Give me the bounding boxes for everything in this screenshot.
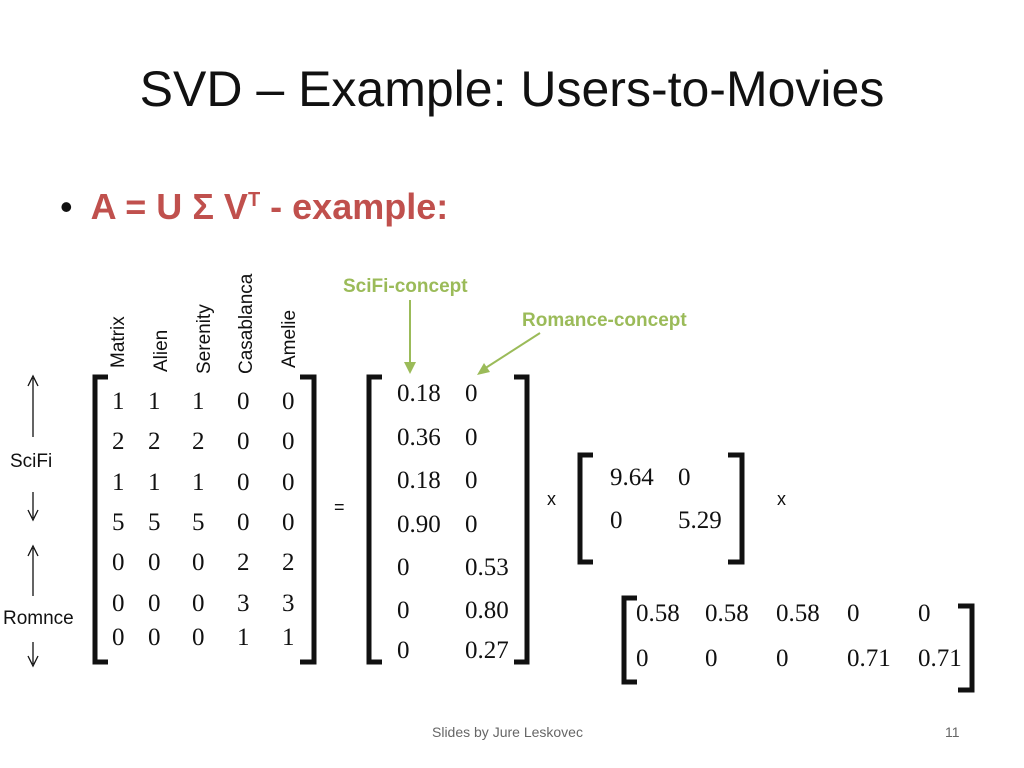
matrix-a-cell: 0 — [192, 590, 205, 617]
matrix-sigma-cell: 0 — [610, 507, 623, 534]
matrix-u-cell: 0.80 — [465, 597, 509, 624]
matrix-u-left-bracket — [366, 374, 382, 665]
matrix-a-cell: 2 — [237, 549, 250, 576]
matrix-u-cell: 0.53 — [465, 554, 509, 581]
matrix-a-cell: 5 — [112, 509, 125, 536]
matrix-sigma-right-bracket — [728, 452, 745, 565]
matrix-vt-right-bracket — [958, 603, 975, 693]
matrix-a-cell: 5 — [192, 509, 205, 536]
matrix-vt-cell: 0 — [776, 645, 789, 672]
matrix-sigma-cell: 9.64 — [610, 464, 654, 491]
matrix-a-right-bracket — [300, 374, 317, 665]
matrix-a-cell: 0 — [282, 509, 295, 536]
matrix-a-cell: 0 — [237, 388, 250, 415]
matrix-u-cell: 0 — [465, 424, 478, 451]
matrix-u-right-bracket — [514, 374, 530, 665]
matrix-u-cell: 0.18 — [397, 467, 441, 494]
row-group-romance: Romnce — [3, 608, 74, 629]
matrix-a-cell: 3 — [237, 590, 250, 617]
matrix-a-cell: 0 — [148, 624, 161, 651]
equals-sign: = — [334, 497, 345, 517]
matrix-a-cell: 1 — [282, 624, 295, 651]
slide-title: SVD – Example: Users-to-Movies — [139, 61, 885, 117]
matrix-u-cell: 0 — [465, 380, 478, 407]
matrix-u-cell: 0.27 — [465, 637, 509, 664]
page-number: 11 — [945, 724, 960, 740]
sigma-symbol: Σ — [192, 186, 214, 227]
matrix-a-cell: 1 — [148, 469, 161, 496]
matrix-a-cell: 0 — [282, 469, 295, 496]
matrix-a-cell: 0 — [112, 549, 125, 576]
matrix-vt-cell: 0 — [847, 600, 860, 627]
transpose-superscript: T — [247, 189, 261, 211]
matrix-a-cell: 0 — [237, 469, 250, 496]
matrix-sigma-left-bracket — [577, 452, 593, 565]
matrix-a-cell: 0 — [148, 590, 161, 617]
matrix-a-cell: 2 — [148, 428, 161, 455]
scifi-concept-label: SciFi-concept — [343, 276, 468, 297]
matrix-a-cell: 1 — [237, 624, 250, 651]
row-group-scifi: SciFi — [10, 451, 53, 472]
matrix-vt-cell: 0.71 — [918, 645, 962, 672]
matrix-a-cell: 1 — [112, 388, 125, 415]
matrix-u-cell: 0 — [397, 554, 410, 581]
matrix-a-cell: 0 — [148, 549, 161, 576]
bullet-dot: • — [60, 186, 73, 227]
matrix-vt-cell: 0 — [636, 645, 649, 672]
multiply-sign-1: x — [547, 489, 556, 509]
romance-concept-label: Romance-concept — [522, 310, 687, 331]
matrix-a-cell: 2 — [282, 549, 295, 576]
matrix-vt-left-bracket — [621, 595, 637, 685]
matrix-a-cell: 5 — [148, 509, 161, 536]
matrix-a-cell: 0 — [282, 428, 295, 455]
matrix-a-left-bracket — [92, 374, 108, 665]
romance-concept-arrow — [483, 332, 541, 370]
matrix-a-cell: 0 — [282, 388, 295, 415]
matrix-u-cell: 0 — [397, 637, 410, 664]
matrix-u-cell: 0 — [397, 597, 410, 624]
matrix-sigma-cell: 5.29 — [678, 507, 722, 534]
formula-prefix: A = U — [90, 186, 193, 227]
matrix-vt-cell: 0 — [705, 645, 718, 672]
formula-suffix: - example: — [260, 186, 449, 227]
matrix-a-cell: 0 — [112, 624, 125, 651]
footer-credit: Slides by Jure Leskovec — [432, 724, 583, 740]
matrix-a-cell: 0 — [112, 590, 125, 617]
matrix-vt-cell: 0.58 — [705, 600, 749, 627]
matrix-vt-cell: 0.71 — [847, 645, 891, 672]
matrix-u-cell: 0.18 — [397, 380, 441, 407]
matrix-a-cell: 0 — [192, 624, 205, 651]
matrix-a-cell: 2 — [192, 428, 205, 455]
formula-v: V — [213, 186, 248, 227]
matrix-u-cell: 0.90 — [397, 511, 441, 538]
matrix-a-cell: 0 — [237, 509, 250, 536]
matrix-a-cell: 2 — [112, 428, 125, 455]
matrix-a-cell: 1 — [112, 469, 125, 496]
matrix-u-cell: 0 — [465, 511, 478, 538]
bullet-formula: • A = U Σ VT - example: — [60, 186, 448, 228]
matrix-a-cell: 1 — [192, 388, 205, 415]
matrix-vt-cell: 0.58 — [776, 600, 820, 627]
multiply-sign-2: x — [777, 489, 786, 509]
matrix-a-cell: 3 — [282, 590, 295, 617]
matrix-u-cell: 0.36 — [397, 424, 441, 451]
matrix-sigma-cell: 0 — [678, 464, 691, 491]
matrix-a-cell: 0 — [192, 549, 205, 576]
matrix-vt-cell: 0 — [918, 600, 931, 627]
matrix-a-cell: 1 — [148, 388, 161, 415]
matrix-a-cell: 0 — [237, 428, 250, 455]
matrix-u-cell: 0 — [465, 467, 478, 494]
matrix-a-cell: 1 — [192, 469, 205, 496]
matrix-vt-cell: 0.58 — [636, 600, 680, 627]
